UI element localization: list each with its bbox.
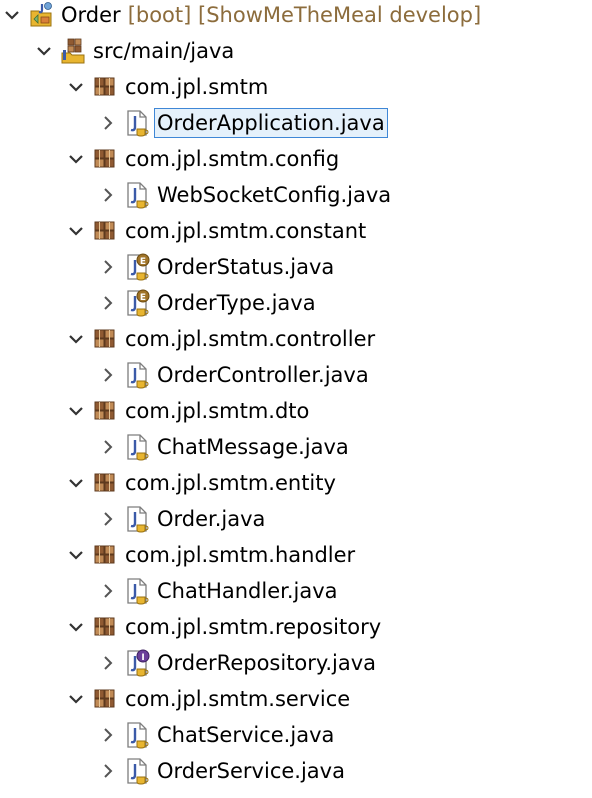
tree-item-project[interactable]: Order[boot] [ShowMeTheMeal develop] xyxy=(0,0,592,33)
tree-item-package[interactable]: com.jpl.smtm.entity xyxy=(0,465,592,501)
java-class-file-icon xyxy=(124,181,150,209)
package-icon xyxy=(92,145,118,173)
java-class-file-icon xyxy=(124,757,150,785)
chevron-down-icon[interactable] xyxy=(66,545,86,565)
tree-item-java-file[interactable]: OrderApplication.java xyxy=(0,105,592,141)
file-name: OrderStatus.java xyxy=(157,255,335,279)
package-icon xyxy=(92,397,118,425)
java-enum-file-icon: E xyxy=(124,253,150,281)
file-name: OrderType.java xyxy=(157,291,316,315)
tree-item-java-file[interactable]: OrderService.java xyxy=(0,753,592,789)
java-class-file-icon xyxy=(124,505,150,533)
source-folder-icon xyxy=(60,37,86,65)
chevron-down-icon[interactable] xyxy=(66,329,86,349)
tree-item-package[interactable]: com.jpl.smtm.service xyxy=(0,681,592,717)
package-icon xyxy=(92,613,118,641)
java-class-file-icon xyxy=(124,433,150,461)
tree-item-java-file[interactable]: ChatMessage.java xyxy=(0,429,592,465)
package-name: com.jpl.smtm.config xyxy=(125,147,340,171)
package-name: com.jpl.smtm.constant xyxy=(125,219,367,243)
file-name: Order.java xyxy=(157,507,266,531)
java-class-file-icon xyxy=(124,361,150,389)
tree-item-package[interactable]: com.jpl.smtm.dto xyxy=(0,393,592,429)
tree-item-java-file[interactable]: OrderController.java xyxy=(0,357,592,393)
package-name: com.jpl.smtm.handler xyxy=(125,543,356,567)
file-name: OrderService.java xyxy=(157,759,345,783)
java-enum-file-icon: E xyxy=(124,289,150,317)
file-name: OrderController.java xyxy=(157,363,369,387)
chevron-right-icon[interactable] xyxy=(98,761,118,781)
package-name: com.jpl.smtm.service xyxy=(125,687,351,711)
chevron-down-icon[interactable] xyxy=(66,149,86,169)
tree-item-source-folder[interactable]: src/main/java xyxy=(0,33,592,69)
tree-item-package[interactable]: com.jpl.smtm.controller xyxy=(0,321,592,357)
java-project-icon xyxy=(28,1,54,29)
file-name: ChatMessage.java xyxy=(157,435,349,459)
svg-text:E: E xyxy=(140,293,146,303)
package-name: com.jpl.smtm.entity xyxy=(125,471,336,495)
package-icon xyxy=(92,73,118,101)
tree-item-java-file[interactable]: ChatHandler.java xyxy=(0,573,592,609)
package-icon xyxy=(92,469,118,497)
tree-item-package[interactable]: com.jpl.smtm.constant xyxy=(0,213,592,249)
package-icon xyxy=(92,217,118,245)
chevron-right-icon[interactable] xyxy=(98,509,118,529)
file-name: OrderApplication.java xyxy=(154,108,388,138)
svg-text:E: E xyxy=(140,257,146,267)
chevron-right-icon[interactable] xyxy=(98,185,118,205)
package-icon xyxy=(92,325,118,353)
java-interface-file-icon: I xyxy=(124,649,150,677)
chevron-down-icon[interactable] xyxy=(2,5,22,25)
file-name: WebSocketConfig.java xyxy=(157,183,392,207)
chevron-down-icon[interactable] xyxy=(66,77,86,97)
file-name: ChatService.java xyxy=(157,723,335,747)
chevron-right-icon[interactable] xyxy=(98,257,118,277)
chevron-down-icon[interactable] xyxy=(66,689,86,709)
source-folder-label: src/main/java xyxy=(93,39,235,63)
chevron-right-icon[interactable] xyxy=(98,653,118,673)
file-name: ChatHandler.java xyxy=(157,579,338,603)
tree-item-package[interactable]: com.jpl.smtm.config xyxy=(0,141,592,177)
file-name: OrderRepository.java xyxy=(157,651,377,675)
tree-item-package[interactable]: com.jpl.smtm.handler xyxy=(0,537,592,573)
tree-item-java-file[interactable]: Order.java xyxy=(0,501,592,537)
tree-item-java-file[interactable]: WebSocketConfig.java xyxy=(0,177,592,213)
tree-item-java-file[interactable]: ChatService.java xyxy=(0,717,592,753)
chevron-right-icon[interactable] xyxy=(98,725,118,745)
package-icon xyxy=(92,685,118,713)
package-icon xyxy=(92,541,118,569)
chevron-right-icon[interactable] xyxy=(98,581,118,601)
package-name: com.jpl.smtm xyxy=(125,75,269,99)
chevron-down-icon[interactable] xyxy=(66,221,86,241)
tree-item-package[interactable]: com.jpl.smtm.repository xyxy=(0,609,592,645)
chevron-right-icon[interactable] xyxy=(98,365,118,385)
chevron-right-icon[interactable] xyxy=(98,437,118,457)
tree-item-java-file[interactable]: I OrderRepository.java xyxy=(0,645,592,681)
package-name: com.jpl.smtm.dto xyxy=(125,399,310,423)
tree-item-java-file[interactable]: E OrderStatus.java xyxy=(0,249,592,285)
project-decoration: [boot] [ShowMeTheMeal develop] xyxy=(127,3,482,27)
chevron-right-icon[interactable] xyxy=(98,113,118,133)
package-name: com.jpl.smtm.controller xyxy=(125,327,376,351)
chevron-right-icon[interactable] xyxy=(98,293,118,313)
chevron-down-icon[interactable] xyxy=(66,473,86,493)
chevron-down-icon[interactable] xyxy=(66,401,86,421)
package-name: com.jpl.smtm.repository xyxy=(125,615,382,639)
chevron-down-icon[interactable] xyxy=(66,617,86,637)
tree-item-java-file[interactable]: E OrderType.java xyxy=(0,285,592,321)
tree-item-package[interactable]: com.jpl.smtm xyxy=(0,69,592,105)
svg-text:I: I xyxy=(141,653,144,663)
project-name: Order xyxy=(61,3,121,27)
chevron-down-icon[interactable] xyxy=(34,41,54,61)
java-class-file-icon xyxy=(124,721,150,749)
java-class-file-icon xyxy=(124,109,150,137)
java-class-file-icon xyxy=(124,577,150,605)
